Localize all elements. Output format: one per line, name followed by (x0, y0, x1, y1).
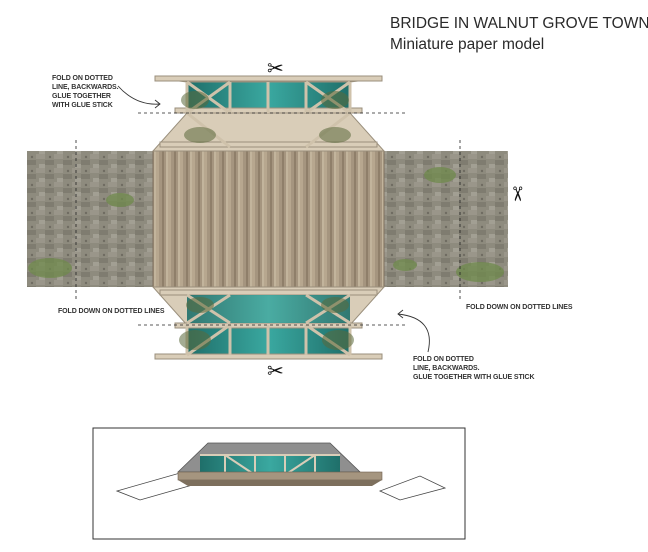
grass-patches (28, 167, 504, 282)
scissors-icon-right: ✂ (505, 185, 530, 203)
page-subtitle: Miniature paper model (390, 36, 545, 53)
fold-label-right: FOLD DOWN ON DOTTED LINES (466, 304, 573, 311)
scissors-icon-top: ✂ (267, 56, 284, 80)
page-title: BRIDGE IN WALNUT GROVE TOWN (390, 15, 648, 32)
bridge-deck (152, 150, 385, 288)
scissors-icon-bottom: ✂ (267, 358, 284, 382)
assembled-bridge-preview (115, 442, 447, 501)
arrow-top-left (117, 85, 161, 105)
fold-lines (75, 112, 461, 326)
bottom-truss-panel (151, 286, 386, 360)
instruction-bottom-right: FOLD ON DOTTED LINE, BACKWARDS. GLUE TOG… (413, 356, 535, 381)
instruction-top-left: FOLD ON DOTTED LINE, BACKWARDS. GLUE TOG… (52, 75, 119, 109)
top-truss-panel (151, 75, 386, 152)
fold-label-left: FOLD DOWN ON DOTTED LINES (58, 308, 165, 315)
arrow-bottom-right (397, 313, 430, 353)
